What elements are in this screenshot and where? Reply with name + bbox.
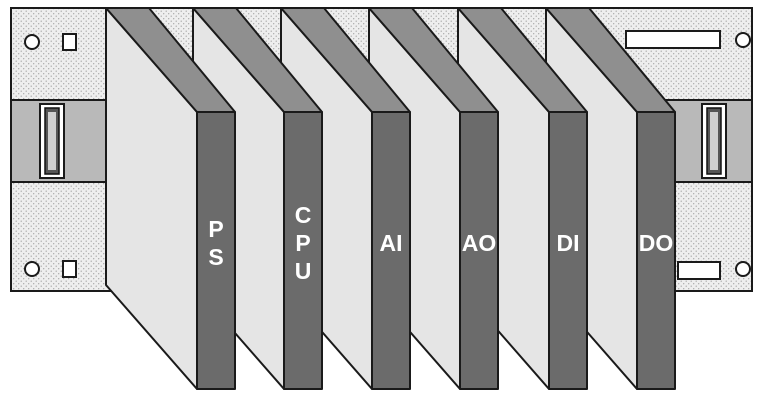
module-label-cpu-line-1: P xyxy=(295,230,310,256)
module-front-strip xyxy=(636,111,676,390)
module-label-ao-line-0: AO xyxy=(462,230,497,256)
left-rail-clip xyxy=(39,103,65,179)
top-left-mounting-hole xyxy=(24,34,40,50)
module-label-ps-line-0: P xyxy=(208,216,223,242)
module-label-cpu-line-0: C xyxy=(295,202,312,228)
module-front-strip xyxy=(371,111,411,390)
module-front-strip xyxy=(548,111,588,390)
module-front-strip xyxy=(283,111,323,390)
module-label-do-line-0: DO xyxy=(639,230,674,256)
module-label-ai-line-0: AI xyxy=(380,230,403,256)
top-left-mounting-slot xyxy=(62,33,77,51)
top-right-mounting-hole xyxy=(735,32,751,48)
top-right-mounting-slot xyxy=(625,30,721,49)
module-label-cpu-line-2: U xyxy=(295,258,312,284)
module-front-strip xyxy=(459,111,499,390)
bottom-right-mounting-slot xyxy=(677,261,721,280)
bottom-left-mounting-hole xyxy=(24,261,40,277)
bottom-right-mounting-hole xyxy=(735,261,751,277)
module-label-di-line-0: DI xyxy=(557,230,580,256)
module-label-ps-line-1: S xyxy=(208,244,223,270)
right-rail-clip xyxy=(701,103,727,179)
bottom-left-mounting-slot xyxy=(62,260,77,278)
module-front-strip xyxy=(196,111,236,390)
module-ps: PS xyxy=(105,7,236,390)
